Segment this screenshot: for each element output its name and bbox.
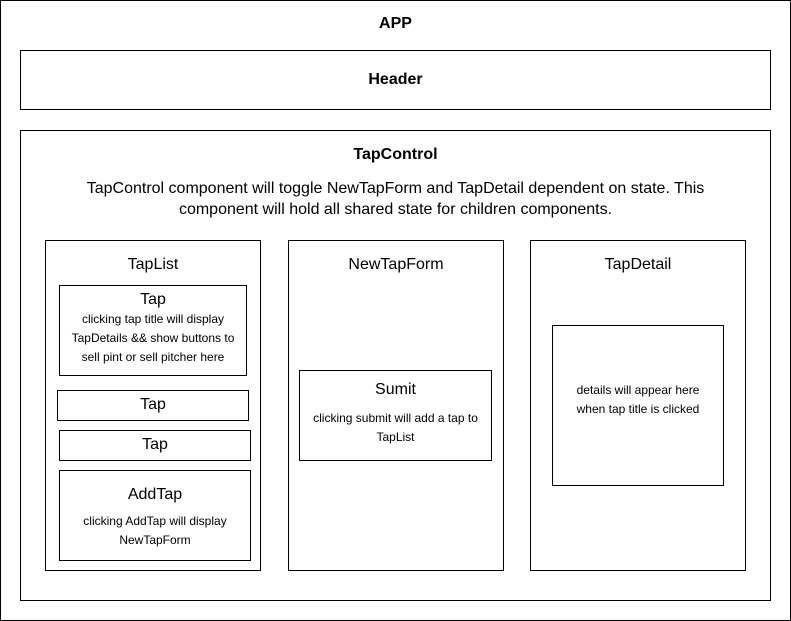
tap-control-description: TapControl component will toggle NewTapF…: [86, 180, 705, 218]
details-note: details will appear here when tap title …: [576, 383, 700, 416]
tap-detail-title: TapDetail: [604, 256, 672, 273]
tap-item-1-note: clicking tap title will display TapDetai…: [71, 312, 235, 364]
submit-box[interactable]: [299, 370, 492, 461]
submit-title[interactable]: Sumit: [375, 381, 416, 398]
add-tap-box[interactable]: [59, 470, 251, 561]
header-title: Header: [368, 71, 423, 88]
tap-item-2-title[interactable]: Tap: [140, 396, 166, 413]
tap-item-1-box[interactable]: [59, 285, 247, 376]
tap-item-2-box[interactable]: [57, 390, 249, 421]
tap-item-1-title[interactable]: Tap: [140, 291, 166, 308]
tap-item-3-title[interactable]: Tap: [142, 436, 168, 453]
add-tap-note: clicking AddTap will display NewTapForm: [83, 514, 227, 547]
app-title: APP: [379, 15, 412, 32]
tap-item-3-box[interactable]: [59, 430, 251, 461]
tap-list-title: TapList: [127, 256, 179, 273]
details-box: [552, 325, 724, 486]
tap-control-title: TapControl: [353, 146, 438, 163]
submit-note: clicking submit will add a tap to TapLis…: [313, 411, 478, 444]
header-box: [20, 50, 771, 110]
new-tap-form-title: NewTapForm: [348, 256, 444, 273]
add-tap-title[interactable]: AddTap: [127, 486, 183, 503]
